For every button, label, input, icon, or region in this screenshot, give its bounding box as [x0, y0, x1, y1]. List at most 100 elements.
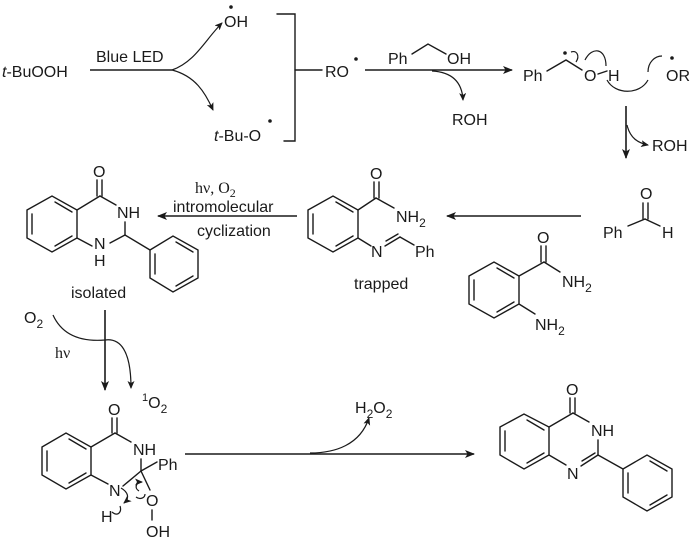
- ring-nh: NH: [117, 205, 140, 222]
- bond: [627, 218, 646, 227]
- electron-arrow: [135, 493, 146, 500]
- bond: [122, 470, 142, 487]
- step-oxidation: O2 hν 1O2 O NH Ph N H O OH: [24, 310, 178, 540]
- dihydroquinazolinone-structure: O NH N H: [26, 164, 199, 293]
- bond: [597, 454, 624, 470]
- bond: [411, 43, 447, 55]
- bond: [335, 201, 354, 213]
- peroxide-n: N: [109, 483, 121, 500]
- peroxide-n-h: H: [101, 509, 113, 526]
- step-initiation: t-BuOOH Blue LED OH t-Bu-O RO: [2, 5, 358, 145]
- bond: [175, 275, 194, 287]
- amide-o: O: [537, 230, 549, 247]
- aldehyde-o: O: [640, 186, 652, 203]
- byproduct-arrow: [309, 417, 371, 454]
- bond: [335, 235, 354, 247]
- bond: [90, 474, 109, 485]
- quinazolinone-structure: O NH N: [499, 382, 673, 512]
- aldehyde-ph: Ph: [603, 225, 623, 242]
- imine-nh2: NH2: [396, 209, 426, 230]
- bond: [54, 235, 73, 247]
- bond: [124, 234, 151, 251]
- bond: [649, 494, 668, 506]
- bond: [109, 234, 126, 244]
- step-imine-formation: O NH2 NH2 O NH2 N Ph trapped: [307, 166, 592, 338]
- roh-byproduct: ROH: [652, 138, 688, 155]
- benzyl-alcohol-ph: Ph: [388, 51, 408, 68]
- carbonyl-o: O: [93, 164, 105, 181]
- hv-label: hν: [55, 345, 70, 362]
- hydroperoxide-structure: O NH Ph N H O OH: [41, 402, 178, 540]
- bond: [580, 454, 599, 467]
- bond: [496, 267, 515, 279]
- split-arrow-up: [171, 22, 223, 71]
- bond: [518, 261, 545, 277]
- quinazolinone-o: O: [566, 382, 578, 399]
- step-cyclization: hν, O2 intromolecular cyclization O NH N…: [26, 164, 297, 302]
- bond: [496, 301, 515, 313]
- electron-arrow: [120, 487, 132, 504]
- phenyl-ring: [149, 235, 199, 293]
- o2-label: O2: [24, 310, 43, 331]
- benzene-ring: [26, 195, 78, 253]
- aldehyde-h: H: [662, 225, 674, 242]
- bond: [526, 419, 545, 431]
- singlet-oxygen-label: 1O2: [142, 392, 168, 416]
- bond: [548, 454, 567, 466]
- bond: [649, 460, 668, 472]
- aminobenzamide-structure: O NH2 NH2: [468, 230, 592, 338]
- cyclization-condition-1: hν, O2: [195, 180, 236, 200]
- electron-arrow: [111, 505, 122, 515]
- amide-nh2: NH2: [562, 274, 592, 295]
- radical-dot-icon: [354, 57, 358, 61]
- bond: [175, 241, 194, 253]
- benzene-ring: [41, 432, 92, 490]
- bond: [140, 461, 158, 472]
- byproduct-arrow: [431, 70, 467, 101]
- bond: [644, 218, 661, 227]
- step-h-abstraction: Ph OH ROH Ph O H OR: [365, 43, 690, 129]
- isolated-caption: isolated: [71, 285, 126, 302]
- bond: [114, 432, 132, 443]
- bond: [548, 412, 574, 428]
- ring-n-h: H: [94, 253, 106, 270]
- bracket: [276, 13, 296, 142]
- benzyl-alcohol-oh: OH: [447, 51, 471, 68]
- phenyl-ring: [622, 454, 673, 512]
- bond: [357, 197, 377, 211]
- bond: [597, 70, 608, 75]
- trapped-caption: trapped: [354, 276, 408, 293]
- blue-led-condition: Blue LED: [96, 49, 164, 66]
- step-elimination: H2O2 O NH N: [185, 382, 673, 512]
- bond: [76, 237, 93, 247]
- ketyl-ph: Ph: [523, 68, 543, 85]
- ketyl-o: O: [584, 68, 596, 85]
- quinazolinone-nh: NH: [591, 423, 614, 440]
- electron-arrow: [647, 55, 663, 73]
- peroxide-oh: OH: [146, 524, 170, 540]
- bond: [68, 472, 87, 484]
- bond: [90, 432, 116, 448]
- electron-arrow: [134, 478, 143, 492]
- ro-radical-label: RO: [325, 64, 349, 81]
- bond: [384, 236, 401, 247]
- bond: [546, 59, 583, 72]
- bond: [68, 438, 87, 450]
- electron-arrow: [570, 51, 579, 63]
- benzene-ring: [468, 261, 520, 319]
- bond: [140, 470, 151, 491]
- electron-arrow: [606, 79, 649, 92]
- tbuo-radical-label: t-Bu-O: [214, 128, 261, 145]
- bond: [581, 452, 596, 462]
- bond: [76, 195, 101, 211]
- amine-nh2: NH2: [535, 317, 565, 338]
- radical-dot-icon: [268, 119, 272, 123]
- cyclization-condition-2: intromolecular: [173, 199, 274, 216]
- roh-byproduct: ROH: [452, 112, 488, 129]
- peroxide-carbonyl-o: O: [108, 402, 120, 419]
- electron-arrow: [584, 50, 607, 67]
- imine-n: N: [371, 244, 383, 261]
- benzene-ring: [307, 195, 359, 253]
- bond: [99, 195, 117, 206]
- bond: [54, 201, 73, 213]
